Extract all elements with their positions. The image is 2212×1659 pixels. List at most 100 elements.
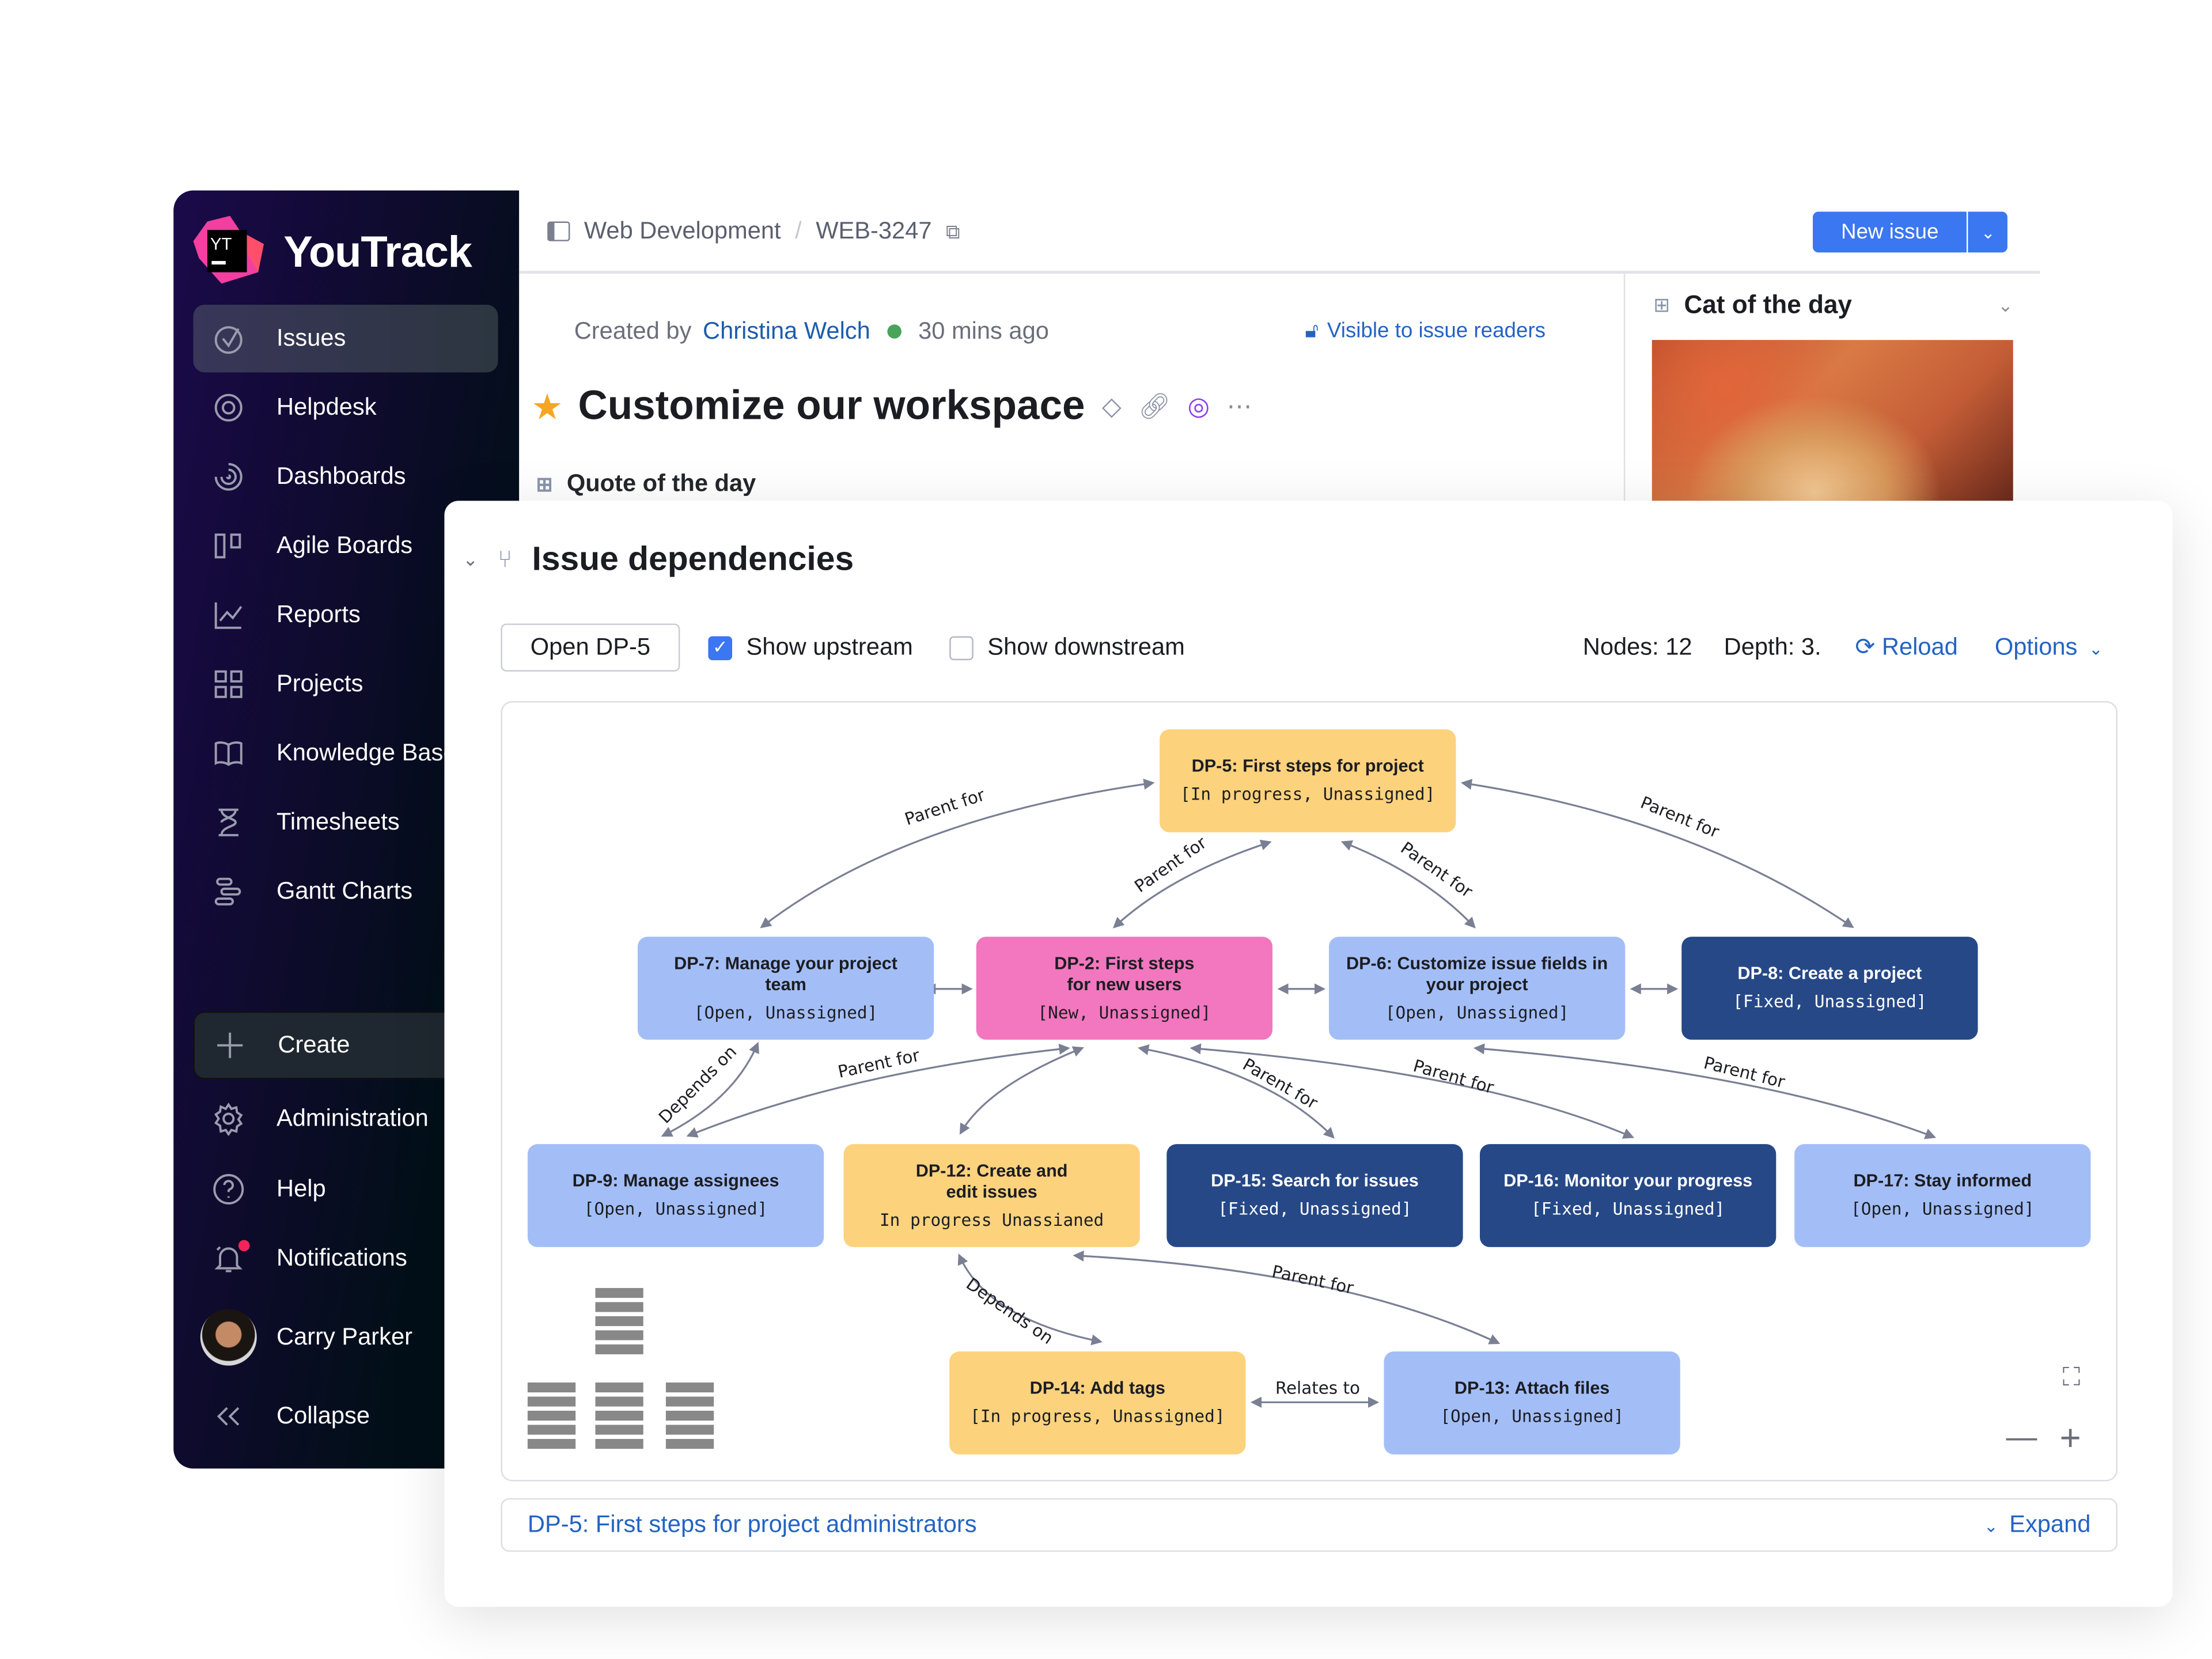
sidebar-item-agile-boards[interactable]: Agile Boards [194,512,498,580]
node-status: [Open, Unassigned] [584,1199,768,1219]
dependency-graph[interactable] [501,701,2118,1482]
selected-issue-link[interactable]: DP-5: First steps for project administra… [527,1510,977,1538]
visibility-label: Visible to issue readers [1327,319,1546,343]
sidebar-item-label: Projects [276,670,363,697]
ai-assistant-icon[interactable]: ◎ [1187,392,1210,421]
cat-image [1652,340,2013,501]
sidebar-item-knowledge-base[interactable]: Knowledge Base [194,719,532,787]
node-title: DP-16: Monitor your progress [1503,1171,1753,1191]
project-icon [547,221,570,241]
graph-node-dp-16[interactable]: DP-16: Monitor your progress [Fixed, Unas… [1480,1144,1777,1247]
avatar [200,1309,257,1366]
gear-icon [210,1100,247,1137]
fullscreen-icon[interactable]: ⛶ [2062,1362,2081,1391]
node-status: [Open, Unassigned] [1440,1406,1624,1426]
new-issue-dropdown-chevron-icon[interactable]: ⌄ [1968,211,2008,253]
logo-text: YT [210,234,232,253]
node-title: DP-2: First steps for new users [1054,953,1195,994]
user-profile[interactable]: Carry Parker [194,1304,498,1372]
more-icon[interactable]: ⋯ [1226,392,1252,421]
node-status: [Open, Unassigned] [1851,1199,2035,1219]
breadcrumb-issue-id[interactable]: WEB-3247 [816,217,932,244]
graph-node-dp-17[interactable]: DP-17: Stay informed [Open, Unassigned] [1794,1144,2091,1247]
dashboard-icon [210,459,247,495]
visibility-button[interactable]: 🔓︎Visible to issue readers [1305,319,1546,343]
column-divider [1623,274,1626,501]
sidebar-item-dashboards[interactable]: Dashboards [194,443,498,511]
graph-node-dp-9[interactable]: DP-9: Manage assignees[Open, Unassigned] [527,1144,824,1247]
options-dropdown[interactable]: Options⌄ [1995,634,2103,662]
sidebar-item-help[interactable]: Help [194,1156,498,1224]
widget-icon: ⊞ [1653,293,1670,316]
bell-icon [210,1240,250,1277]
book-icon [210,735,247,772]
graph-node-dp-5[interactable]: DP-5: First steps for project[In progres… [1160,729,1456,832]
node-title: DP-17: Stay informed [1853,1171,2032,1191]
graph-node-dp-2[interactable]: DP-2: First steps for new users[New, Una… [976,937,1272,1040]
checkbox-unchecked-icon[interactable] [949,635,974,660]
sidebar-item-label: Knowledge Base [276,739,457,766]
header-divider [519,271,2040,274]
issue-title: Customize our workspace [578,384,1085,429]
graph-node-dp-15[interactable]: DP-15: Search for issues [Fixed, Unassign… [1166,1144,1463,1247]
sidebar-item-projects[interactable]: Projects [194,650,498,718]
graph-minimap-icon[interactable] [527,1287,718,1457]
grid-icon [210,666,247,703]
graph-node-dp-8[interactable]: DP-8: Create a project[Fixed, Unassigned… [1681,937,1978,1040]
node-status: [In progress, Unassigned] [970,1406,1225,1426]
sidebar-item-issues[interactable]: Issues [193,304,498,373]
author-link[interactable]: Christina Welch [703,317,870,344]
hourglass-icon [210,804,247,841]
node-status: [Fixed, Unassigned] [1218,1199,1412,1219]
graph-node-dp-14[interactable]: DP-14: Add tags[In progress, Unassigned] [949,1351,1246,1455]
node-title: DP-6: Customize issue fields in your pro… [1346,953,1608,994]
show-downstream-checkbox[interactable]: Show downstream [949,634,1185,662]
sidebar-item-administration[interactable]: Administration [194,1085,532,1153]
tag-icon[interactable]: ◇ [1101,392,1122,421]
new-issue-button-group: New issue⌄ [1812,211,2008,253]
user-name: Carry Parker [276,1323,412,1350]
reload-button[interactable]: ⟳ Reload [1855,634,1957,662]
sidebar-item-timesheets[interactable]: Timesheets [194,789,498,857]
zoom-in-button[interactable]: + [2059,1416,2081,1459]
help-icon [210,1171,247,1208]
node-status: [In progress, Unassigned] [1180,784,1435,804]
plus-icon [211,1027,248,1064]
node-status: [Fixed, Unassigned] [1733,991,1927,1012]
check-circle-icon [210,320,247,357]
collapse-button[interactable]: Collapse [194,1382,498,1450]
star-icon[interactable]: ★ [533,388,562,424]
sidebar-item-label: Timesheets [276,808,400,835]
youtrack-logo[interactable]: YT [193,215,267,289]
node-title: DP-15: Search for issues [1211,1171,1419,1191]
sidebar-item-notifications[interactable]: Notifications [194,1225,498,1293]
copy-icon[interactable]: ⧉ [946,219,960,243]
new-issue-button[interactable]: New issue [1812,211,1967,253]
breadcrumb-project[interactable]: Web Development [584,217,781,244]
nodes-count: Nodes: 12 [1582,633,1692,661]
open-issue-button[interactable]: Open DP-5 [501,623,680,672]
node-title: DP-7: Manage your project team [674,953,898,994]
chevron-down-icon[interactable]: ⌄ [1998,294,2013,316]
expand-button[interactable]: ⌄Expand [1984,1511,2090,1539]
graph-node-dp-13[interactable]: DP-13: Attach files[Open, Unassigned] [1384,1351,1680,1455]
node-status: [Fixed, Unassigned] [1531,1199,1725,1219]
link-icon[interactable]: 🔗︎ [1138,392,1171,421]
sidebar-item-reports[interactable]: Reports [194,581,498,649]
collapse-chevron-icon[interactable]: ⌄ [463,548,478,570]
sidebar-item-gantt-charts[interactable]: Gantt Charts [194,858,498,926]
zoom-out-button[interactable]: — [2006,1419,2037,1455]
created-by-label: Created by [574,317,692,344]
graph-node-dp-6[interactable]: DP-6: Customize issue fields in your pro… [1328,937,1626,1040]
sidebar-item-helpdesk[interactable]: Helpdesk [194,374,498,442]
issue-page: Web Development/WEB-3247⧉ New issue⌄ Cre… [519,190,2040,501]
created-time: 30 mins ago [918,317,1049,344]
checkbox-checked-icon[interactable]: ✓ [708,635,733,660]
panel-header: ⌄⑂Issue dependencies [463,540,854,580]
graph-node-dp-7[interactable]: DP-7: Manage your project team[Open, Una… [637,937,934,1040]
chevron-down-icon: ⌄ [2088,639,2103,659]
breadcrumb: Web Development/WEB-3247⧉ [547,217,960,245]
sidebar-item-label: Reports [276,601,361,628]
show-upstream-checkbox[interactable]: ✓Show upstream [708,634,913,662]
